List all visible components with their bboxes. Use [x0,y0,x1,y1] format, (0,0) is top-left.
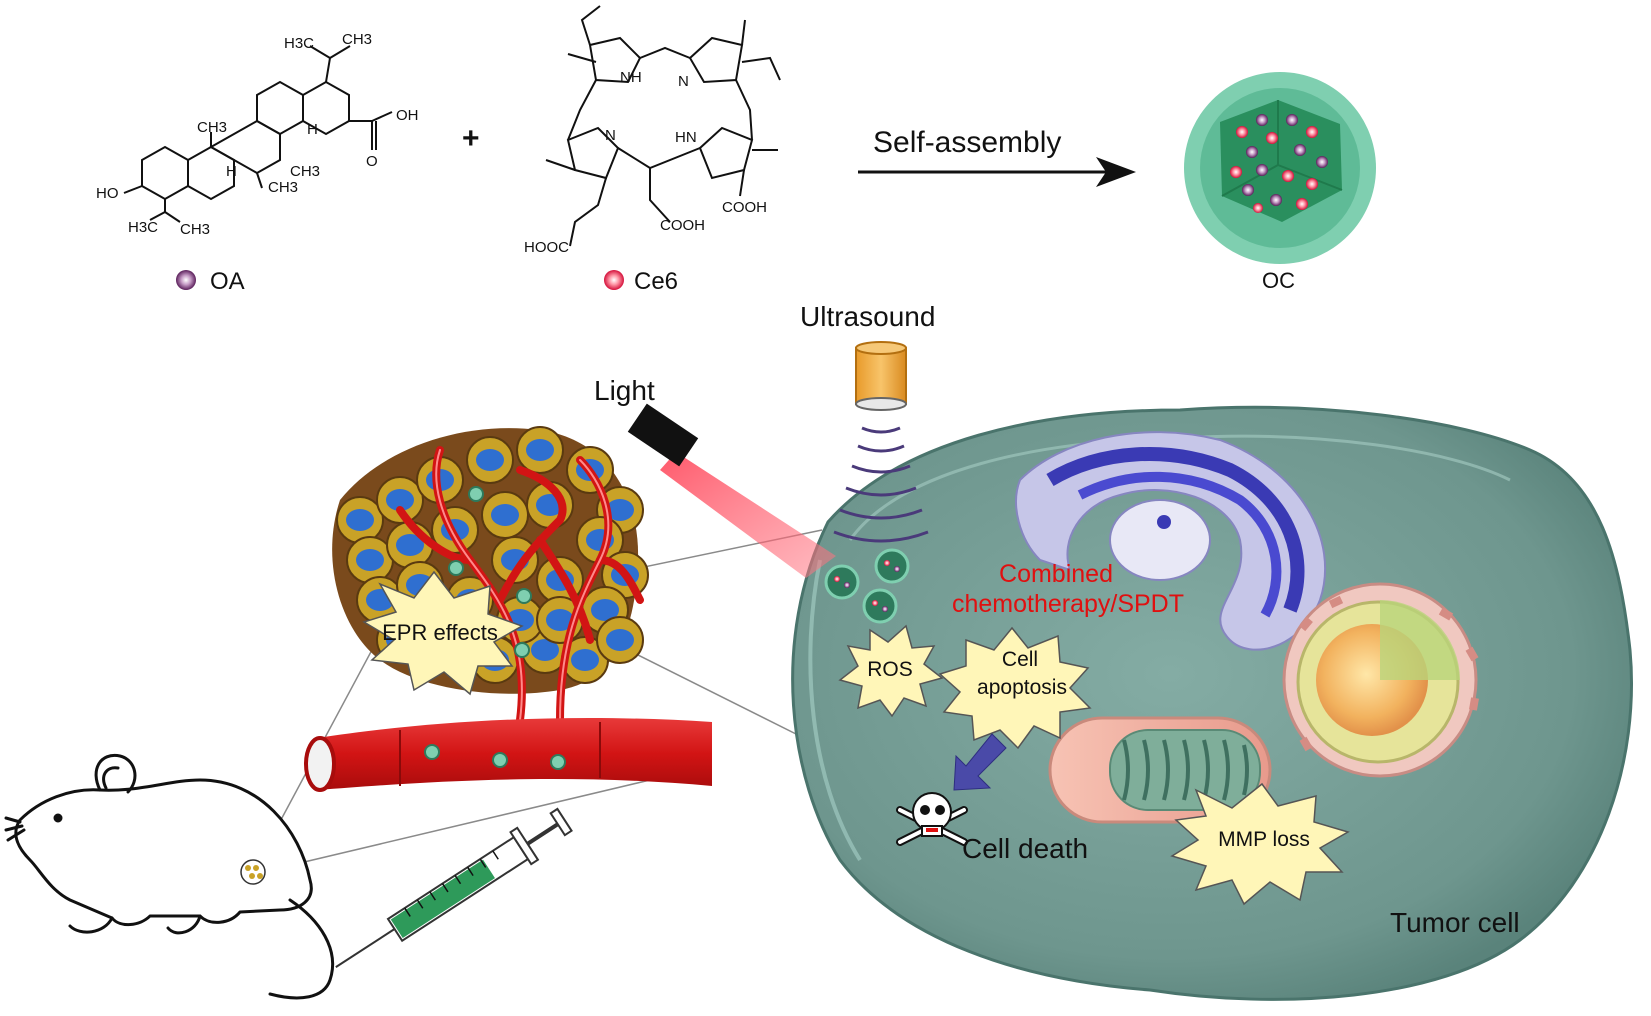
ce6-cooh-right: COOH [722,199,767,216]
syringe-icon [335,807,573,968]
tumor-cell-nucleus [386,489,414,511]
ce6-nh-top: NH [620,69,642,86]
cell-nanoparticles [824,548,910,624]
cell-death-label: Cell death [962,833,1088,864]
tumor-cell-nucleus [606,499,634,521]
mitochondrion [1048,716,1272,824]
apoptosis-label-line2: apoptosis [977,676,1067,699]
combined-label-line1: Combined [999,560,1113,588]
ultrasound-transducer-icon [833,341,929,543]
oa-oh: OH [396,107,419,124]
oa-h3c-top: H3C [284,35,314,52]
ros-label: ROS [867,658,913,681]
tumor-cell [791,405,1634,1001]
oa-label: OA [210,268,245,295]
tumor-cell-nucleus [396,534,424,556]
plus-sign: + [462,122,480,155]
ultrasound-label: Ultrasound [800,301,935,332]
endoplasmic-reticulum [1015,431,1327,651]
tumor-cell-nucleus [606,629,634,651]
skull-icon [896,792,968,846]
tumor-cell-nucleus [571,649,599,671]
epr-label: EPR effects [382,620,498,645]
ce6-structure: NH N N HN COOH COOH HOOC [524,5,781,256]
ce6-cooh-mid: COOH [660,217,705,234]
ce6-hooc-left: HOOC [524,239,569,256]
self-assembly-arrow: Self-assembly [858,126,1136,187]
oa-h-a: H [226,163,237,180]
tumor-cell-nucleus [476,449,504,471]
tumor-cell-nucleus [531,639,559,661]
ce6-legend: Ce6 [604,268,678,295]
tumor-cell-nucleus [346,509,374,531]
tumor-cell-nucleus [491,504,519,526]
mmp-label: MMP loss [1218,828,1310,851]
oa-ch3-bottom: CH3 [180,221,210,238]
ce6-label: Ce6 [634,268,678,295]
cell-death-arrow [953,733,1007,791]
oa-ch3-b: CH3 [290,163,320,180]
nucleus [1282,582,1479,778]
ce6-particle-icon [604,270,624,290]
tumor-cell-nucleus [591,599,619,621]
oa-h-b: H [307,121,318,138]
tissue-nanoparticles [448,486,532,658]
tumor-cell-nucleus [356,549,384,571]
mmp-starburst: MMP loss [1170,782,1350,906]
oa-carbonyl-o: O [366,153,378,170]
tumor-cell-nucleus [546,609,574,631]
oa-particle-icon [176,270,196,290]
tumor-cell-label: Tumor cell [1390,907,1520,938]
apoptosis-starburst: Cell apoptosis [938,626,1092,750]
laser-probe-icon [627,403,836,578]
oa-legend: OA [176,268,245,295]
oa-ch3-top: CH3 [342,31,372,48]
blood-vessel [304,717,712,792]
oa-ho: HO [96,185,119,202]
tumor-cell-nucleus [526,439,554,461]
ros-starburst: ROS [838,624,944,718]
mouse-icon [4,753,335,1000]
injection-site [240,859,266,885]
self-assembly-label: Self-assembly [873,126,1061,159]
ce6-n-left: N [605,127,616,144]
oc-nanoparticle [1184,72,1376,264]
oa-structure: H3C CH3 OH O CH3 H H CH3 CH3 HO H3C CH3 [96,31,419,238]
oc-particles [1230,114,1328,213]
combined-label-line2: chemotherapy/SPDT [952,590,1184,618]
oa-ch3-a: CH3 [197,119,227,136]
ce6-n-top: N [678,73,689,90]
light-label: Light [594,375,655,406]
oa-h3c-bottom: H3C [128,219,158,236]
tumor-tissue [332,426,649,724]
epr-starburst: EPR effects [362,570,524,696]
oa-ch3-c: CH3 [268,179,298,196]
oc-label: OC [1262,268,1295,293]
ce6-hn-right: HN [675,129,697,146]
apoptosis-label-line1: Cell [1002,648,1038,671]
